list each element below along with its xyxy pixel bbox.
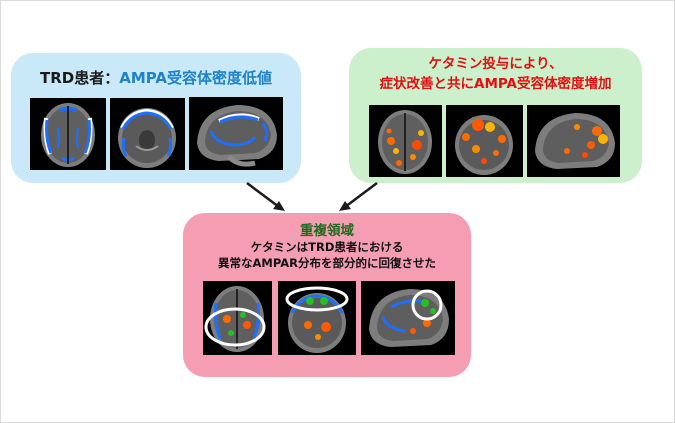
overlap-axial-brain-image — [203, 281, 272, 355]
trd-sagittal-brain-image — [189, 97, 283, 170]
ketamine-title-line1: ケタミン投与により、 — [428, 56, 563, 72]
arrow-from-ketamine — [339, 182, 378, 211]
ketamine-axial-brain-image — [369, 105, 442, 177]
trd-title-main: AMPA受容体密度低値 — [119, 69, 272, 87]
overlap-highlight-circle — [204, 307, 266, 347]
ketamine-title-line2: 症状改善と共にAMPA受容体密度増加 — [379, 76, 612, 92]
overlap-coronal-brain-image — [278, 281, 356, 355]
ketamine-panel: ケタミン投与により、 症状改善と共にAMPA受容体密度増加 — [349, 48, 642, 183]
overlap-description-line1: ケタミンはTRD患者における — [250, 240, 404, 254]
overlap-highlight-circle — [411, 289, 443, 321]
ketamine-panel-title: ケタミン投与により、 症状改善と共にAMPA受容体密度増加 — [349, 54, 642, 94]
overlap-description-line2: 異常なAMPAR分布を部分的に回復させた — [218, 256, 436, 270]
overlap-panel-title: 重複領域 — [300, 223, 354, 239]
trd-axial-brain-image — [30, 98, 106, 170]
ketamine-sagittal-brain-image — [527, 105, 620, 177]
overlap-sagittal-brain-image — [361, 281, 455, 355]
trd-panel-title: TRD患者：AMPA受容体密度低値 — [11, 67, 301, 88]
trd-coronal-brain-image — [110, 98, 185, 170]
overlap-panel-description: ケタミンはTRD患者における 異常なAMPAR分布を部分的に回復させた — [183, 239, 471, 271]
overlap-highlight-circle — [285, 286, 349, 312]
overlap-panel: 重複領域 ケタミンはTRD患者における 異常なAMPAR分布を部分的に回復させた — [183, 213, 471, 377]
trd-title-prefix: TRD患者： — [40, 69, 120, 87]
arrow-from-trd — [246, 182, 285, 211]
ketamine-coronal-brain-image — [446, 105, 523, 177]
trd-panel: TRD患者：AMPA受容体密度低値 — [11, 53, 301, 183]
